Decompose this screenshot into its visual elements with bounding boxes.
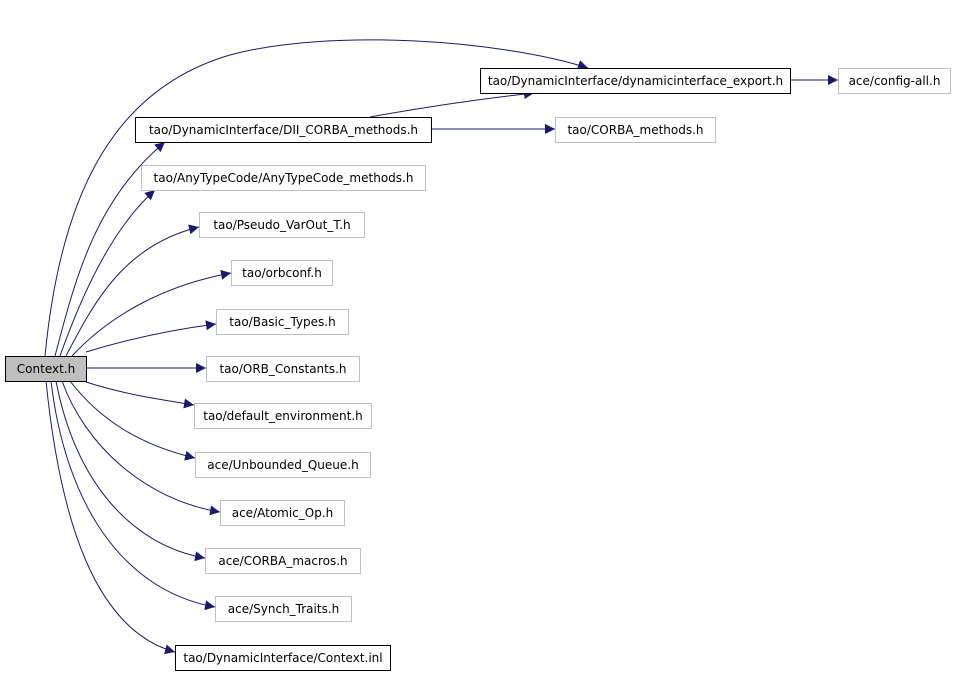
node-unbounded-queue[interactable]: ace/Unbounded_Queue.h [195, 452, 371, 478]
node-label: tao/DynamicInterface/DII_CORBA_methods.h [149, 123, 418, 137]
node-label: ace/Unbounded_Queue.h [207, 458, 358, 472]
node-box [555, 117, 716, 143]
node-default-environment[interactable]: tao/default_environment.h [194, 403, 372, 429]
node-label: tao/default_environment.h [203, 409, 363, 423]
node-box [135, 117, 432, 143]
node-label: tao/DynamicInterface/dynamicinterface_ex… [488, 74, 783, 88]
edge-context-h-to-atomic-op [61, 380, 221, 516]
node-label: Context.h [17, 362, 75, 376]
edge-context-h-to-basic-types [85, 320, 217, 353]
edge-context-h-to-anytypecode-methods [59, 189, 156, 357]
node-config-all[interactable]: ace/config-all.h [838, 68, 951, 94]
edge-context-h-to-unbounded-queue [69, 380, 196, 461]
edge-context-h-to-dynamicinterface-export [44, 39, 589, 357]
node-corba-methods[interactable]: tao/CORBA_methods.h [555, 117, 716, 143]
node-box [195, 452, 371, 478]
edge-context-h-to-context-inl [45, 380, 176, 655]
node-anytypecode-methods[interactable]: tao/AnyTypeCode/AnyTypeCode_methods.h [141, 165, 426, 191]
node-box [199, 212, 365, 238]
node-pseudo-varout[interactable]: tao/Pseudo_VarOut_T.h [199, 212, 365, 238]
node-box [5, 356, 87, 382]
node-basic-types[interactable]: tao/Basic_Types.h [216, 309, 349, 335]
node-context-inl[interactable]: tao/DynamicInterface/Context.inl [175, 645, 391, 671]
node-dynamicinterface-export[interactable]: tao/DynamicInterface/dynamicinterface_ex… [480, 68, 791, 94]
node-box [141, 165, 426, 191]
node-box [205, 548, 361, 574]
node-box [215, 596, 352, 622]
node-label: tao/DynamicInterface/Context.inl [183, 651, 382, 665]
node-box [216, 309, 349, 335]
node-dii-corba-methods[interactable]: tao/DynamicInterface/DII_CORBA_methods.h [135, 117, 432, 143]
node-synch-traits[interactable]: ace/Synch_Traits.h [215, 596, 352, 622]
edge-context-h-to-pseudo-varout [65, 224, 200, 357]
node-box [175, 645, 391, 671]
node-corba-macros[interactable]: ace/CORBA_macros.h [205, 548, 361, 574]
node-box [838, 68, 951, 94]
node-label: ace/CORBA_macros.h [218, 554, 347, 568]
edge-context-h-to-dii-corba-methods [54, 141, 166, 357]
node-box [206, 356, 360, 382]
edge-context-h-to-corba-macros [55, 380, 206, 562]
node-orbconf[interactable]: tao/orbconf.h [231, 260, 333, 286]
node-label: tao/orbconf.h [242, 266, 322, 280]
node-label: ace/config-all.h [849, 74, 941, 88]
node-label: ace/Synch_Traits.h [228, 602, 339, 616]
edge-dii-corba-methods-to-dynamicinterface-export [369, 89, 535, 118]
edge-context-h-to-default-environment [85, 381, 195, 409]
edge-context-h-to-synch-traits [50, 380, 216, 611]
node-label: tao/Basic_Types.h [229, 315, 335, 329]
node-box [480, 68, 791, 94]
node-box [220, 500, 345, 526]
node-label: tao/AnyTypeCode/AnyTypeCode_methods.h [154, 171, 414, 185]
edge-context-h-to-orbconf [71, 269, 232, 357]
node-orb-constants[interactable]: tao/ORB_Constants.h [206, 356, 360, 382]
edges-layer [44, 39, 838, 655]
nodes-layer: Context.h tao/DynamicInterface/dynamicint… [5, 68, 951, 671]
node-box [231, 260, 333, 286]
node-label: tao/CORBA_methods.h [567, 123, 703, 137]
node-atomic-op[interactable]: ace/Atomic_Op.h [220, 500, 345, 526]
node-label: tao/ORB_Constants.h [219, 362, 346, 376]
node-label: ace/Atomic_Op.h [232, 506, 334, 520]
node-context-h[interactable]: Context.h [5, 356, 87, 382]
node-box [194, 403, 372, 429]
node-label: tao/Pseudo_VarOut_T.h [213, 218, 350, 232]
